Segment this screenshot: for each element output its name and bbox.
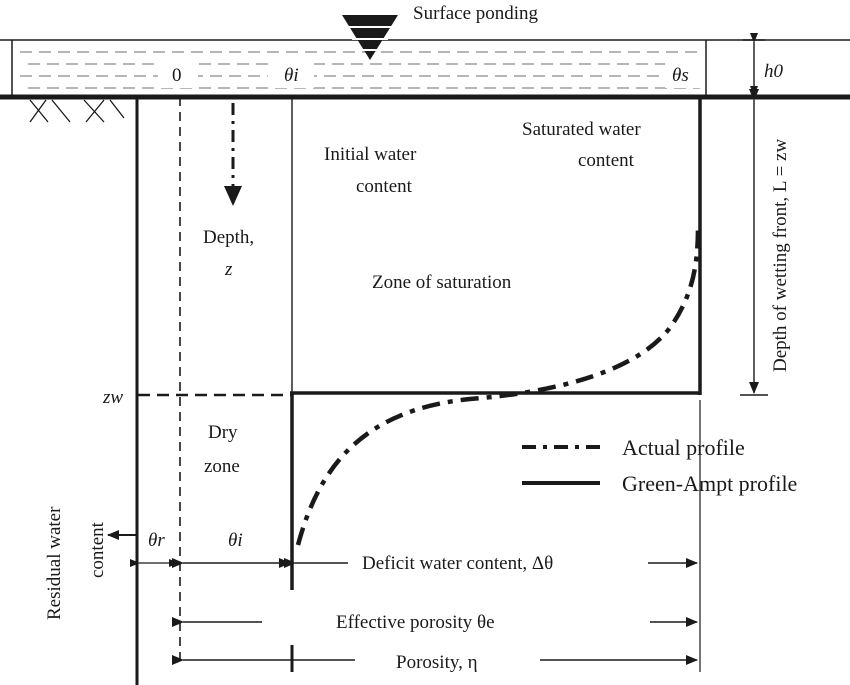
depth-arrow <box>224 103 242 206</box>
actual-profile-curve <box>295 224 701 546</box>
h0-label: h0 <box>764 61 784 82</box>
water-dashes <box>20 51 700 89</box>
wetting-depth-dimension <box>740 89 768 396</box>
ponding-layer <box>0 39 850 97</box>
surface-ponding-label: Surface ponding <box>413 3 539 24</box>
legend-actual-label: Actual profile <box>622 435 745 460</box>
saturated-label-2: content <box>578 150 635 171</box>
soil-hatching <box>29 99 125 123</box>
theta-s-label: θs <box>672 65 689 86</box>
legend-green-ampt-label: Green-Ampt profile <box>622 471 797 496</box>
h0-dimension <box>743 33 765 96</box>
depth-wetting-label: Depth of wetting front, L = zw <box>770 139 791 372</box>
dry-label-1: Dry <box>208 422 238 443</box>
legend: Actual profile Green-Ampt profile <box>522 435 797 496</box>
effective-porosity-label: Effective porosity θe <box>336 612 495 633</box>
residual-label-1: Residual water <box>44 506 65 620</box>
saturated-label-1: Saturated water <box>522 119 641 140</box>
initial-label-2: content <box>356 176 413 197</box>
zero-label: 0 <box>172 65 182 86</box>
theta-i-top-label: θi <box>284 65 299 86</box>
residual-label-2: content <box>87 521 108 578</box>
green-ampt-profile <box>290 97 702 590</box>
theta-i-bottom-label: θi <box>228 530 243 551</box>
depth-label-2: z <box>224 259 233 280</box>
depth-label-1: Depth, <box>203 227 254 248</box>
dry-label-2: zone <box>204 456 240 477</box>
theta-r-label: θr <box>148 530 165 551</box>
zw-label: zw <box>102 387 123 408</box>
zone-saturation-label: Zone of saturation <box>372 272 512 293</box>
initial-label-1: Initial water <box>324 144 417 165</box>
porosity-label: Porosity, η <box>396 652 478 673</box>
water-table-symbol <box>342 15 398 60</box>
deficit-label: Deficit water content, Δθ <box>362 553 553 574</box>
